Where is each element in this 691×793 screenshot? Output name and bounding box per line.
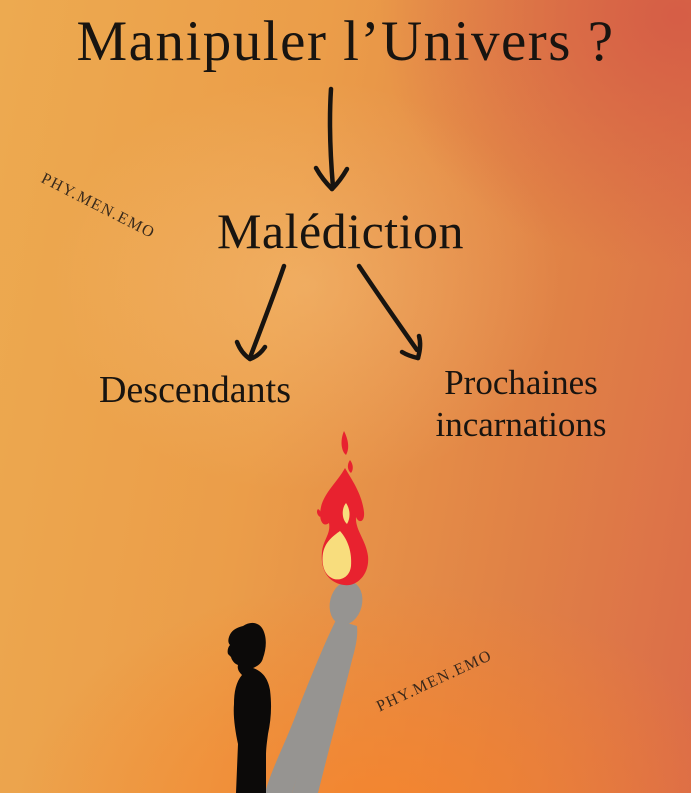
page-title: Manipuler l’Univers ? xyxy=(76,10,615,73)
node-descendants: Descendants xyxy=(98,369,292,411)
node-prochaines-line2: incarnations xyxy=(435,405,607,444)
flame-icon xyxy=(316,431,369,586)
arrow-malediction-to-incarnations xyxy=(356,263,423,361)
shadow-illustration xyxy=(265,581,363,793)
arrow-malediction-to-descendants xyxy=(234,263,287,362)
arrow-title-to-malediction xyxy=(313,86,350,192)
node-prochaines-line1: Prochaines xyxy=(444,363,598,402)
node-malediction: Malédiction xyxy=(216,203,465,259)
child-silhouette xyxy=(227,622,272,793)
node-prochaines-incarnations: Prochaines incarnations xyxy=(392,362,650,446)
